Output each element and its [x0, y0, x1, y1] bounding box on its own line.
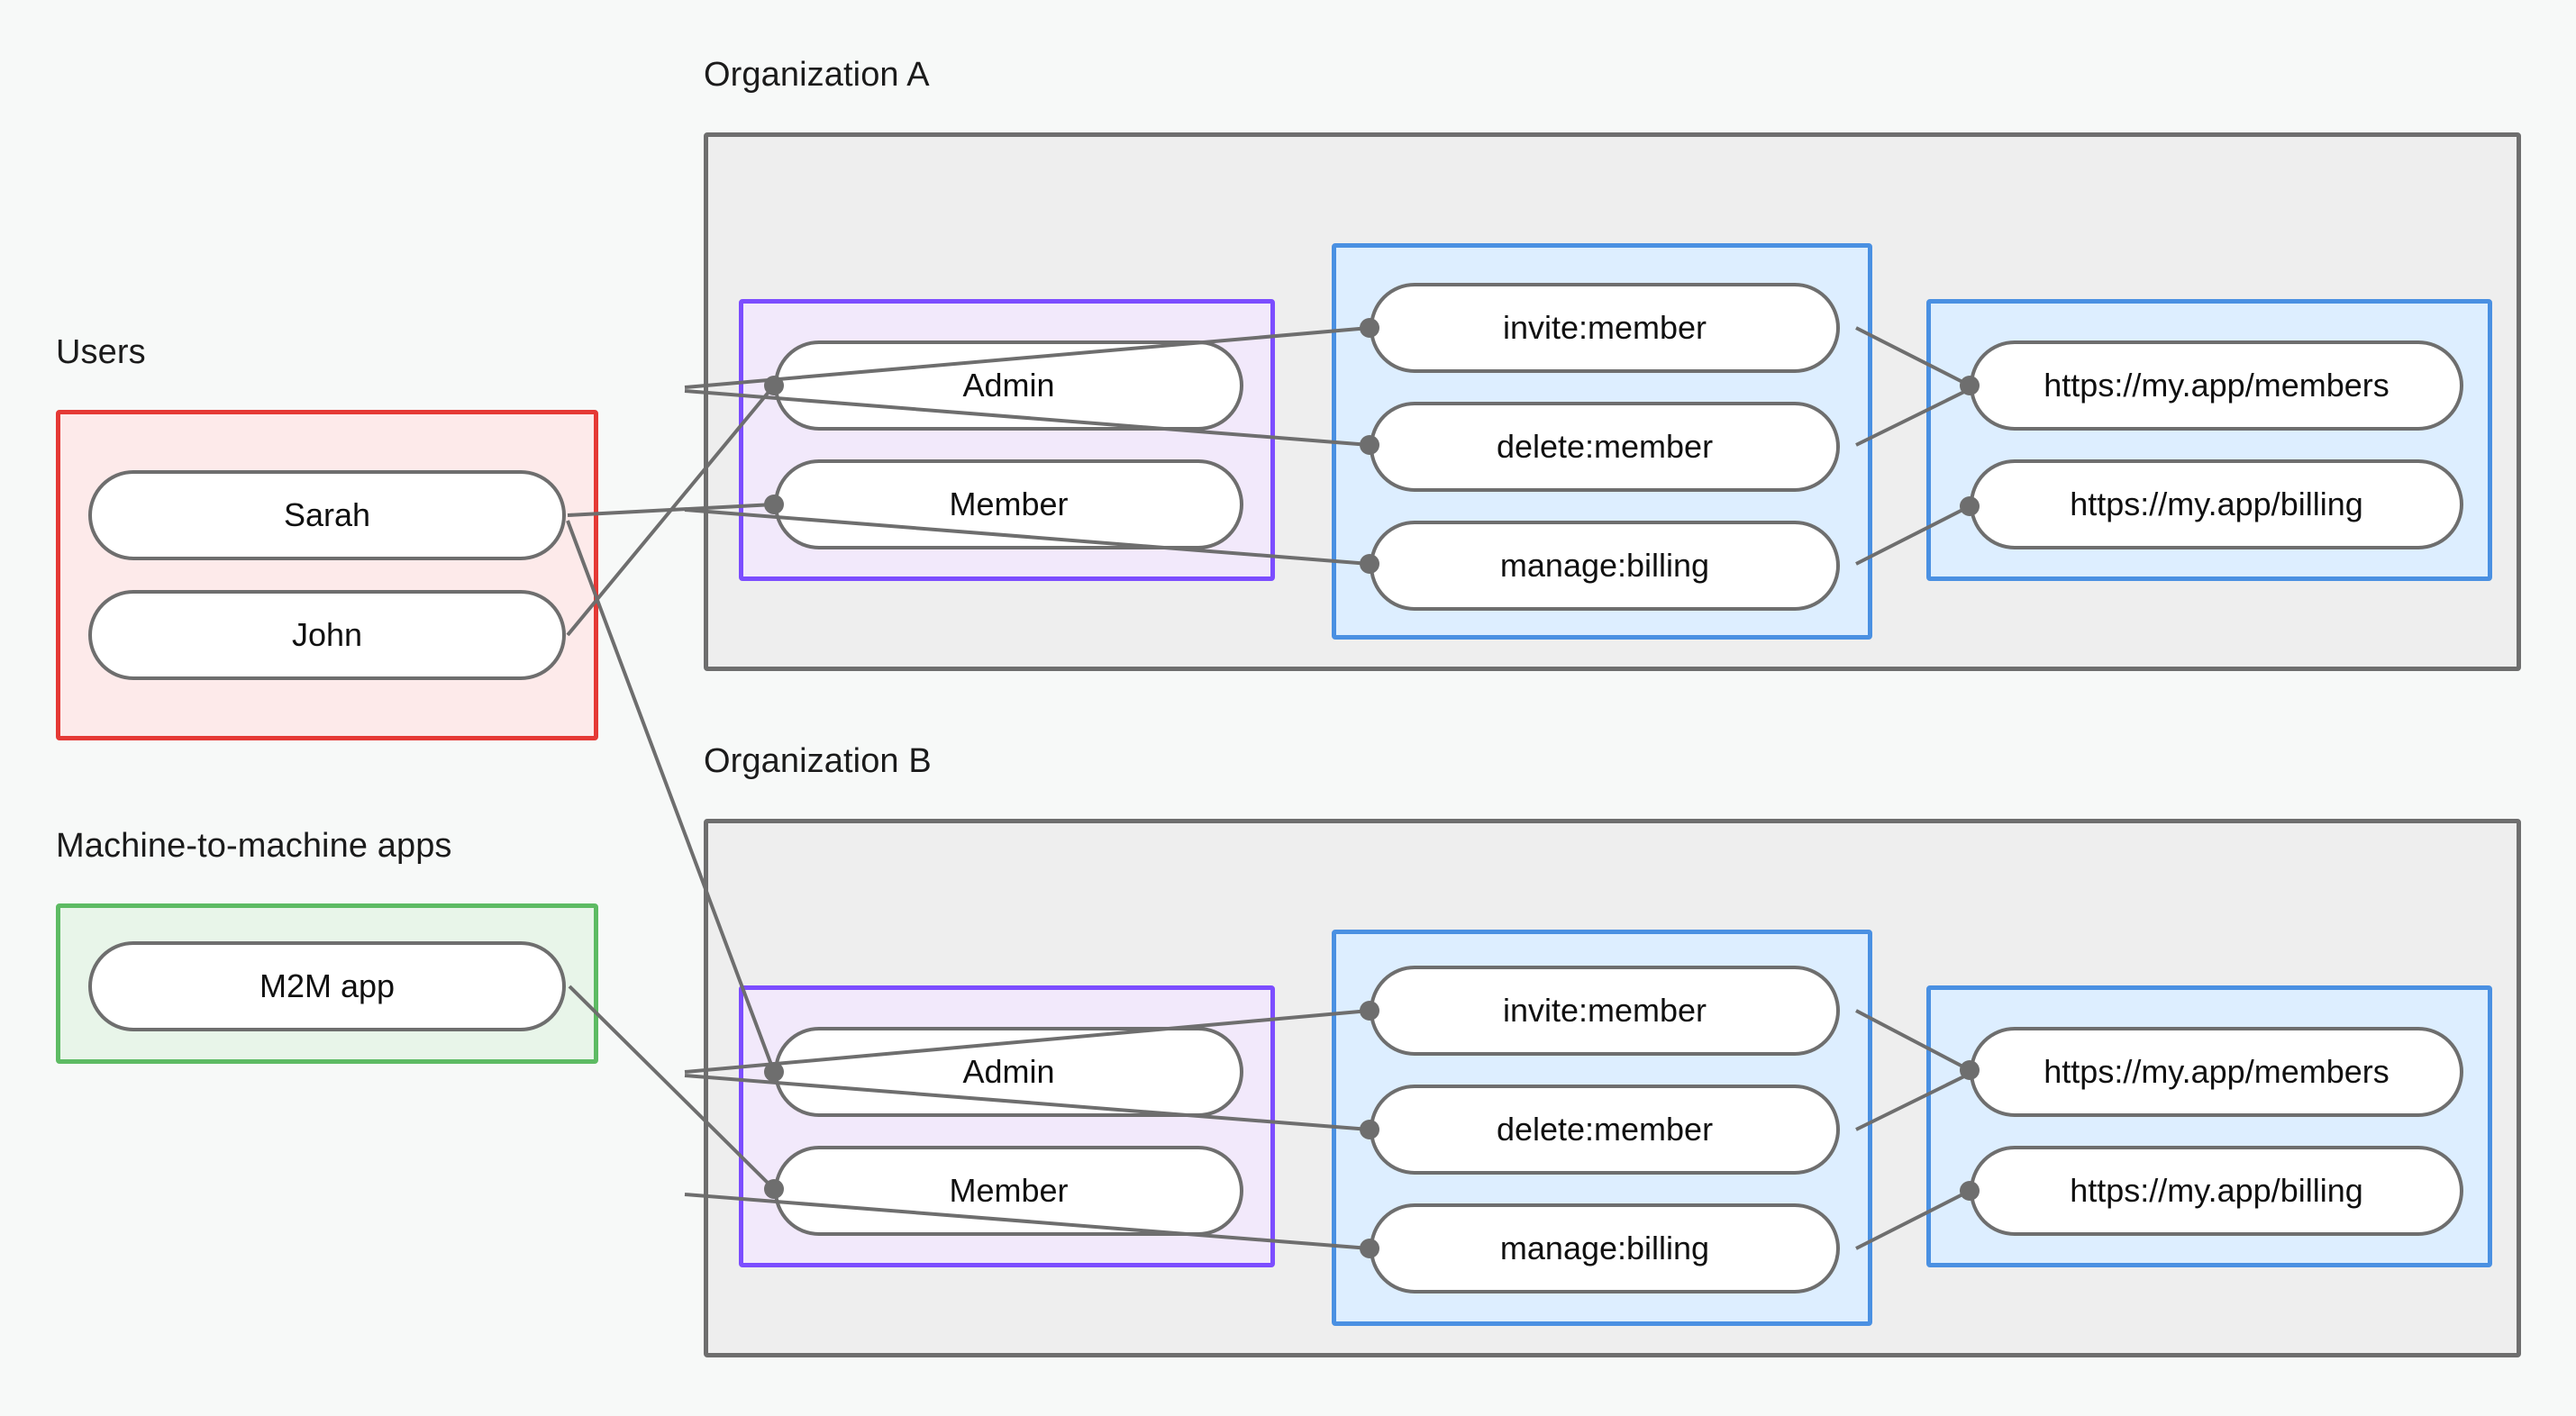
org-b-api-members[interactable]: https://my.app/members [1970, 1027, 2463, 1117]
org-a-api-members-label: https://my.app/members [2044, 367, 2389, 404]
org-b-permission-invite-member-label: invite:member [1502, 992, 1707, 1029]
user-node-john[interactable]: John [88, 590, 566, 680]
org-b-role-member[interactable]: Member [774, 1146, 1243, 1236]
m2m-node-m2m-app[interactable]: M2M app [88, 941, 566, 1031]
org-b-permission-manage-billing[interactable]: manage:billing [1370, 1203, 1840, 1293]
org-b-permission-invite-member[interactable]: invite:member [1370, 966, 1840, 1056]
org-b-role-admin[interactable]: Admin [774, 1027, 1243, 1117]
org-a-role-member-label: Member [949, 486, 1069, 522]
org-a-api-billing[interactable]: https://my.app/billing [1970, 459, 2463, 549]
org-a-role-member[interactable]: Member [774, 459, 1243, 549]
org-a-permission-delete-member-label: delete:member [1496, 428, 1714, 465]
m2m-node-m2m-app-label: M2M app [259, 967, 396, 1004]
org-b-role-admin-label: Admin [962, 1053, 1055, 1090]
users-caption: Users [56, 333, 146, 371]
org-a-permission-manage-billing-label: manage:billing [1499, 547, 1710, 584]
org-a-role-admin-label: Admin [962, 367, 1055, 404]
org-a-permission-delete-member[interactable]: delete:member [1370, 402, 1840, 492]
org-a-api-billing-label: https://my.app/billing [2070, 486, 2363, 522]
org-a-permission-invite-member[interactable]: invite:member [1370, 283, 1840, 373]
m2m-caption: Machine-to-machine apps [56, 827, 452, 865]
org-a-api-members[interactable]: https://my.app/members [1970, 340, 2463, 431]
org-b-api-members-label: https://my.app/members [2044, 1053, 2389, 1090]
org-b-caption: Organization B [704, 742, 932, 780]
user-node-john-label: John [291, 616, 363, 653]
org-b-permission-manage-billing-label: manage:billing [1499, 1230, 1710, 1266]
user-node-sarah-label: Sarah [283, 496, 371, 533]
users-group [56, 410, 598, 740]
org-a-caption: Organization A [704, 56, 930, 94]
org-b-api-billing-label: https://my.app/billing [2070, 1172, 2363, 1209]
org-b-permission-delete-member-label: delete:member [1496, 1111, 1714, 1148]
org-b-role-member-label: Member [949, 1172, 1069, 1209]
org-b-permission-delete-member[interactable]: delete:member [1370, 1085, 1840, 1175]
org-b-api-billing[interactable]: https://my.app/billing [1970, 1146, 2463, 1236]
user-node-sarah[interactable]: Sarah [88, 470, 566, 560]
org-a-role-admin[interactable]: Admin [774, 340, 1243, 431]
org-a-permission-invite-member-label: invite:member [1502, 309, 1707, 346]
org-a-permission-manage-billing[interactable]: manage:billing [1370, 521, 1840, 611]
